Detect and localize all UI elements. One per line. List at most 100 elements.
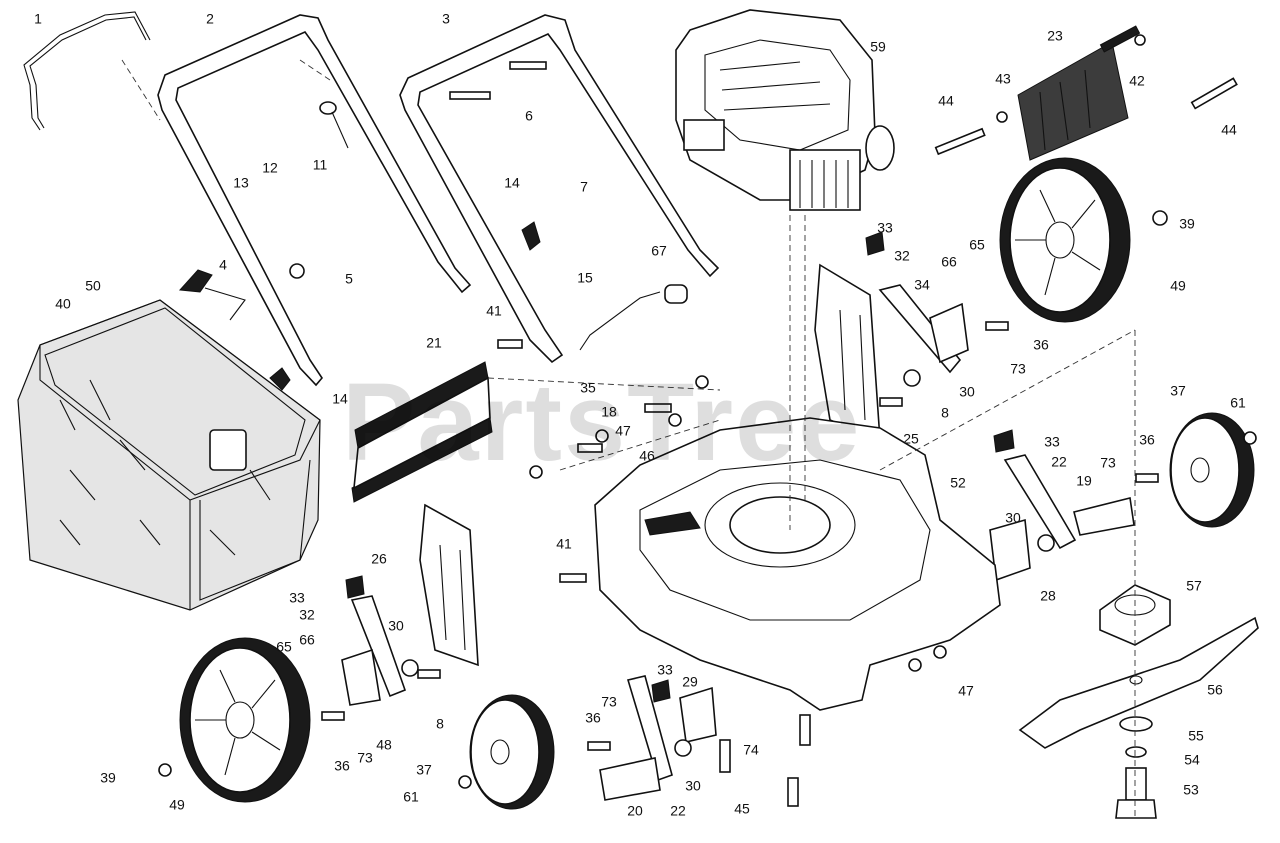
callout-45[interactable]: 45: [734, 801, 750, 817]
callout-32[interactable]: 32: [299, 607, 315, 623]
callout-73[interactable]: 73: [1100, 455, 1116, 471]
grass-bag-40[interactable]: [17, 299, 321, 611]
callout-74[interactable]: 74: [743, 742, 759, 758]
callout-39[interactable]: 39: [1179, 216, 1195, 232]
knob-14[interactable]: [269, 221, 541, 391]
callout-53[interactable]: 53: [1183, 782, 1199, 798]
callout-6[interactable]: 6: [525, 108, 533, 124]
upper-handle-3[interactable]: [399, 14, 720, 364]
callout-32[interactable]: 32: [894, 248, 910, 264]
handle-knob-33[interactable]: [345, 231, 1015, 703]
callout-42[interactable]: 42: [1129, 73, 1145, 89]
clip-67[interactable]: [664, 284, 688, 304]
bolts-44-42-43[interactable]: [934, 34, 1238, 156]
callout-33[interactable]: 33: [1044, 434, 1060, 450]
callout-14[interactable]: 14: [332, 391, 348, 407]
callout-56[interactable]: 56: [1207, 682, 1223, 698]
callout-73[interactable]: 73: [601, 694, 617, 710]
washer-55-54-bolt-53[interactable]: [1115, 716, 1157, 819]
callout-33[interactable]: 33: [289, 590, 305, 606]
callout-61[interactable]: 61: [1230, 395, 1246, 411]
blade-56[interactable]: [1018, 616, 1259, 749]
callout-37[interactable]: 37: [416, 762, 432, 778]
callout-22[interactable]: 22: [1051, 454, 1067, 470]
callout-34[interactable]: 34: [914, 277, 930, 293]
callout-19[interactable]: 19: [1076, 473, 1092, 489]
cable-15[interactable]: [579, 291, 661, 351]
callout-61[interactable]: 61: [403, 789, 419, 805]
adjuster-arm-22[interactable]: [626, 454, 1077, 782]
callout-49[interactable]: 49: [1170, 278, 1186, 294]
callout-47[interactable]: 47: [958, 683, 974, 699]
callout-28[interactable]: 28: [1040, 588, 1056, 604]
callout-47[interactable]: 47: [615, 423, 631, 439]
callout-40[interactable]: 40: [55, 296, 71, 312]
callout-36[interactable]: 36: [1033, 337, 1049, 353]
callout-25[interactable]: 25: [903, 431, 919, 447]
callout-55[interactable]: 55: [1188, 728, 1204, 744]
bag-frame-50[interactable]: [44, 307, 311, 601]
callout-65[interactable]: 65: [276, 639, 292, 655]
callout-26[interactable]: 26: [371, 551, 387, 567]
callout-59[interactable]: 59: [870, 39, 886, 55]
callout-13[interactable]: 13: [233, 175, 249, 191]
callout-57[interactable]: 57: [1186, 578, 1202, 594]
callout-21[interactable]: 21: [426, 335, 442, 351]
callout-5[interactable]: 5: [345, 271, 353, 287]
callout-44[interactable]: 44: [938, 93, 954, 109]
knob-4[interactable]: [178, 269, 246, 321]
hinge-rod-21[interactable]: [351, 361, 493, 503]
callout-20[interactable]: 20: [627, 803, 643, 819]
callout-37[interactable]: 37: [1170, 383, 1186, 399]
upper-handle-2[interactable]: [157, 14, 472, 387]
wheel-49-left[interactable]: [179, 637, 311, 803]
callout-36[interactable]: 36: [1139, 432, 1155, 448]
upper-handle-1[interactable]: [23, 11, 151, 131]
callout-41[interactable]: 41: [556, 536, 572, 552]
callout-73[interactable]: 73: [1010, 361, 1026, 377]
wheel-37-right[interactable]: [1169, 412, 1255, 528]
callout-23[interactable]: 23: [1047, 28, 1063, 44]
discharge-flap-23[interactable]: [1017, 25, 1141, 161]
plates-34-19-28-29-48-20[interactable]: [341, 302, 1135, 801]
callout-30[interactable]: 30: [959, 384, 975, 400]
callout-8[interactable]: 8: [941, 405, 949, 421]
callout-41[interactable]: 41: [486, 303, 502, 319]
callout-67[interactable]: 67: [651, 243, 667, 259]
bracket-26[interactable]: [419, 503, 479, 667]
wheel-49-right[interactable]: [999, 157, 1131, 323]
engine-59[interactable]: [675, 9, 895, 211]
callout-22[interactable]: 22: [670, 803, 686, 819]
callout-8[interactable]: 8: [436, 716, 444, 732]
callout-36[interactable]: 36: [585, 710, 601, 726]
callout-30[interactable]: 30: [1005, 510, 1021, 526]
callout-30[interactable]: 30: [388, 618, 404, 634]
nut-5[interactable]: [289, 263, 305, 279]
callout-30[interactable]: 30: [685, 778, 701, 794]
callout-48[interactable]: 48: [376, 737, 392, 753]
callout-7[interactable]: 7: [580, 179, 588, 195]
callout-66[interactable]: 66: [941, 254, 957, 270]
callout-2[interactable]: 2: [206, 11, 214, 27]
callout-49[interactable]: 49: [169, 797, 185, 813]
callout-50[interactable]: 50: [85, 278, 101, 294]
callout-36[interactable]: 36: [334, 758, 350, 774]
callout-18[interactable]: 18: [601, 404, 617, 420]
callout-12[interactable]: 12: [262, 160, 278, 176]
callout-29[interactable]: 29: [682, 674, 698, 690]
callout-15[interactable]: 15: [577, 270, 593, 286]
callout-1[interactable]: 1: [34, 11, 42, 27]
callout-33[interactable]: 33: [877, 220, 893, 236]
callout-39[interactable]: 39: [100, 770, 116, 786]
callout-43[interactable]: 43: [995, 71, 1011, 87]
callout-52[interactable]: 52: [950, 475, 966, 491]
cable-clip-11[interactable]: [319, 101, 349, 149]
small-fasteners[interactable]: [158, 210, 1257, 807]
callout-14[interactable]: 14: [504, 175, 520, 191]
callout-4[interactable]: 4: [219, 257, 227, 273]
callout-35[interactable]: 35: [580, 380, 596, 396]
handle-bolt-6[interactable]: [449, 61, 547, 100]
wheel-37-left[interactable]: [469, 694, 555, 810]
callout-44[interactable]: 44: [1221, 122, 1237, 138]
callout-46[interactable]: 46: [639, 448, 655, 464]
